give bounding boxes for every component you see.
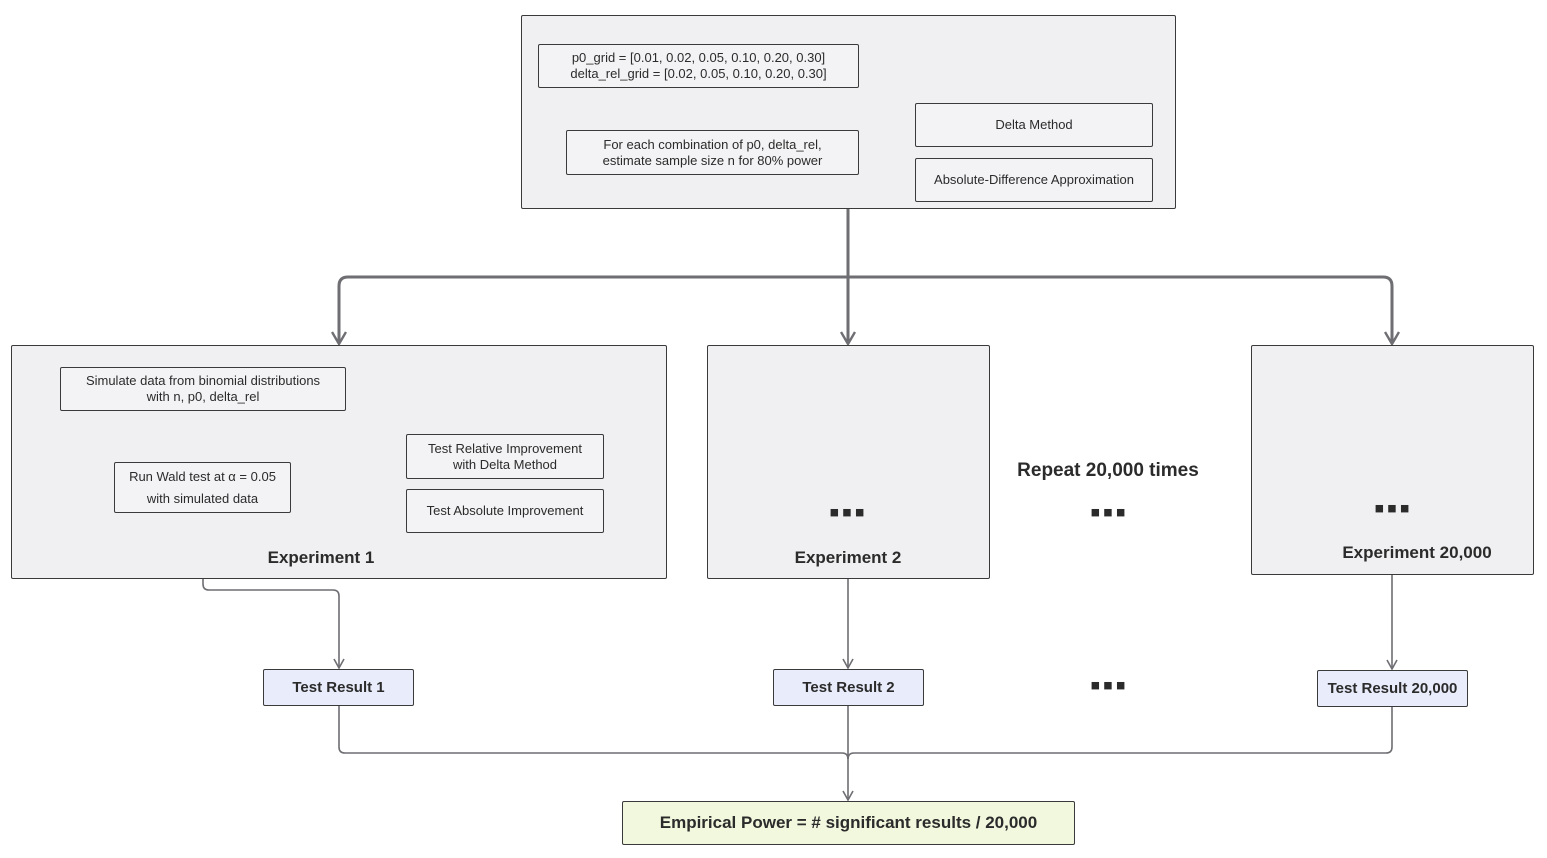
empirical-power-node: Empirical Power = # significant results … (622, 801, 1075, 845)
test-result-1: Test Result 1 (263, 669, 414, 706)
sample-size-estimate-node: For each combination of p0, delta_rel, e… (566, 130, 859, 175)
experiment-1-label: Experiment 1 (267, 548, 375, 567)
absolute-difference-node: Absolute-Difference Approximation (915, 158, 1153, 202)
experiment-20000-container (1251, 345, 1534, 575)
experiment-2-ellipsis: ▪▪▪ (829, 496, 867, 529)
wald-test-node: Run Wald test at α = 0.05 with simulated… (114, 462, 291, 513)
experiment-2-label: Experiment 2 (794, 548, 902, 567)
experiment-20000-label: Experiment 20,000 (1342, 543, 1492, 562)
parameter-grid-node: p0_grid = [0.01, 0.02, 0.05, 0.10, 0.20,… (538, 44, 859, 88)
test-absolute-improvement-node: Test Absolute Improvement (406, 489, 604, 533)
test-result-2: Test Result 2 (773, 669, 924, 706)
delta-method-node: Delta Method (915, 103, 1153, 147)
results-ellipsis: ▪▪▪ (1090, 669, 1128, 702)
repeat-label: Repeat 20,000 times (1017, 460, 1199, 481)
test-relative-improvement-node: Test Relative Improvement with Delta Met… (406, 434, 604, 479)
simulate-data-node: Simulate data from binomial distribution… (60, 367, 346, 411)
repeat-ellipsis: ▪▪▪ (1090, 496, 1128, 529)
test-result-20000: Test Result 20,000 (1317, 670, 1468, 707)
experiment-2-container (707, 345, 990, 579)
experiment-20000-ellipsis: ▪▪▪ (1374, 492, 1412, 525)
